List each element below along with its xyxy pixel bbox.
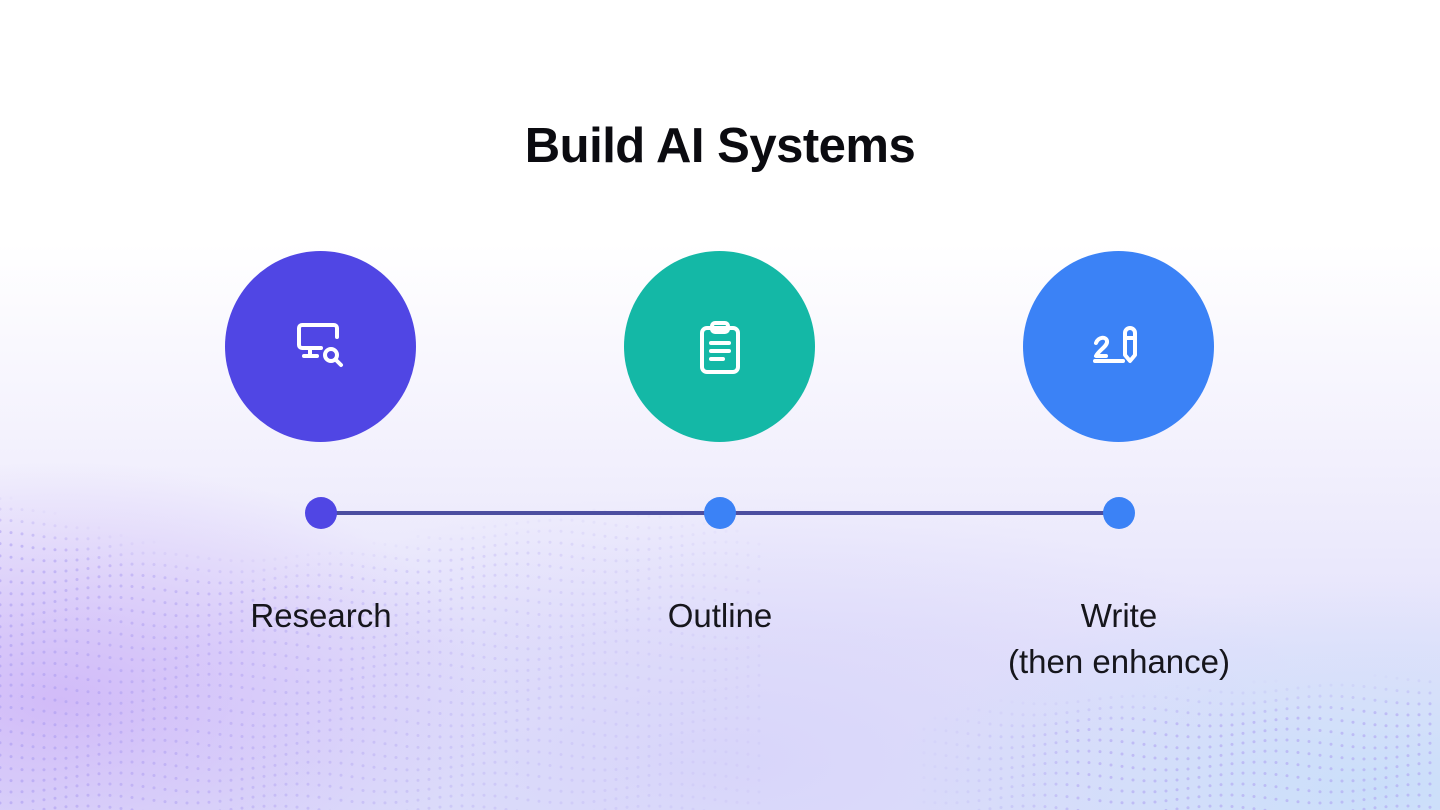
step-label-write-line1: Write <box>1080 597 1158 634</box>
page-title: Build AI Systems <box>524 119 916 173</box>
monitor-search-icon <box>291 317 351 377</box>
timeline-dot-write <box>1103 497 1135 529</box>
timeline-dot-research <box>305 497 337 529</box>
outline-step-circle <box>624 251 815 442</box>
signature-pen-icon <box>1089 317 1149 377</box>
clipboard-list-icon <box>690 317 750 377</box>
write-step-circle <box>1023 251 1214 442</box>
timeline-dot-outline <box>704 497 736 529</box>
research-step-circle <box>225 251 416 442</box>
step-label-research-line1: Research <box>250 597 392 634</box>
step-label-write-line2: (then enhance) <box>1008 643 1230 680</box>
step-label-research: Research <box>141 593 501 639</box>
step-label-write: Write (then enhance) <box>939 593 1299 685</box>
step-label-outline: Outline <box>540 593 900 639</box>
step-label-outline-line1: Outline <box>667 597 773 634</box>
